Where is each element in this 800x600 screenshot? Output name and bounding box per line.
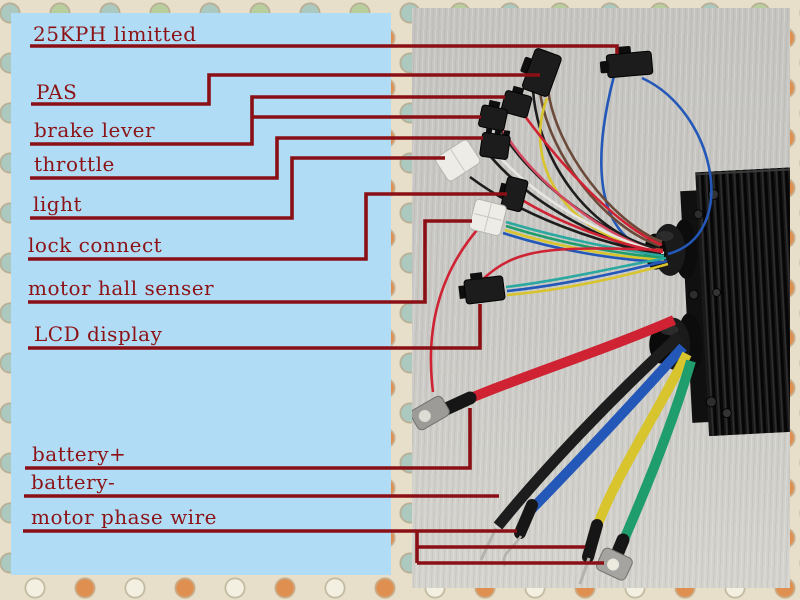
hall-wire xyxy=(504,228,665,262)
screw-icon xyxy=(688,289,699,300)
label-lcd-display: LCD display xyxy=(34,322,163,346)
pointer-lcd-display xyxy=(28,304,482,350)
hall-wire xyxy=(505,220,665,258)
label-motor-hall-senser: motor hall senser xyxy=(28,276,215,300)
screw-icon xyxy=(712,287,722,297)
screw-icon xyxy=(705,396,717,408)
heat-shrink xyxy=(439,391,477,416)
phase-and-battery-cables xyxy=(412,315,696,585)
pas-wire xyxy=(531,89,661,251)
screw-icon xyxy=(707,189,719,201)
label-motor-phase-wire: motor phase wire xyxy=(31,505,217,529)
label-light: light xyxy=(33,192,83,216)
pointer-throttle xyxy=(30,136,483,180)
lcd-wire xyxy=(505,256,667,289)
heat-shrink xyxy=(514,499,538,539)
pointer-lines xyxy=(23,44,619,565)
phase-blue-cable xyxy=(523,343,687,518)
speed-limit-jumper-connector xyxy=(599,45,654,79)
label-battery-negative: battery- xyxy=(31,470,116,494)
pointer-brake-lever-1 xyxy=(30,95,505,146)
label-throttle: throttle xyxy=(34,152,115,176)
phase-green-ring-terminal xyxy=(595,547,633,581)
motor-hall-connector-white xyxy=(468,198,507,237)
label-lock-connect: lock connect xyxy=(28,233,163,257)
lcd-wire xyxy=(506,262,669,297)
label-pas: PAS xyxy=(36,80,78,104)
pointer-motor-phase-wires xyxy=(23,529,604,565)
label-battery-positive: battery+ xyxy=(32,442,127,466)
lcd-wire xyxy=(481,247,664,281)
screw-icon xyxy=(721,408,732,419)
signal-wire-fan xyxy=(429,75,713,393)
phase-yellow-cable xyxy=(590,351,692,534)
pointer-speed-limit xyxy=(30,44,619,54)
heat-shrink xyxy=(582,519,603,563)
screw-icon xyxy=(693,209,704,220)
lcd-wire xyxy=(506,259,668,293)
pointer-motor-hall xyxy=(28,219,472,304)
pointer-light xyxy=(30,156,445,220)
pas-wire xyxy=(546,89,663,244)
lcd-display-connector xyxy=(458,272,506,305)
controller-top-edge xyxy=(695,167,790,176)
pointer-pas xyxy=(31,73,540,106)
battery-negative-bare-pin xyxy=(479,527,498,561)
brake-lever-connector-1 xyxy=(500,85,533,119)
pointer-battery-positive xyxy=(25,408,472,470)
battery-negative-cable xyxy=(493,331,683,530)
battery-positive-ring-terminal xyxy=(412,395,450,431)
pointer-lock-connect xyxy=(28,192,507,261)
label-panel xyxy=(11,13,391,575)
heatsink-fins xyxy=(698,167,790,436)
light-connector-white xyxy=(435,139,481,182)
pas-connector xyxy=(520,48,562,97)
loose-red-wire xyxy=(429,229,478,393)
brake-wire xyxy=(520,111,663,247)
connectors xyxy=(435,45,654,305)
speed-limit-blue-loop-right xyxy=(641,76,713,256)
phase-green-cable xyxy=(615,359,696,551)
heatsink-fin-shadows xyxy=(700,167,790,436)
label-speed-limit: 25KPH limitted xyxy=(33,22,197,46)
hall-wire xyxy=(505,224,665,260)
label-brake-lever: brake lever xyxy=(34,118,156,142)
throttle-connector xyxy=(479,127,511,160)
